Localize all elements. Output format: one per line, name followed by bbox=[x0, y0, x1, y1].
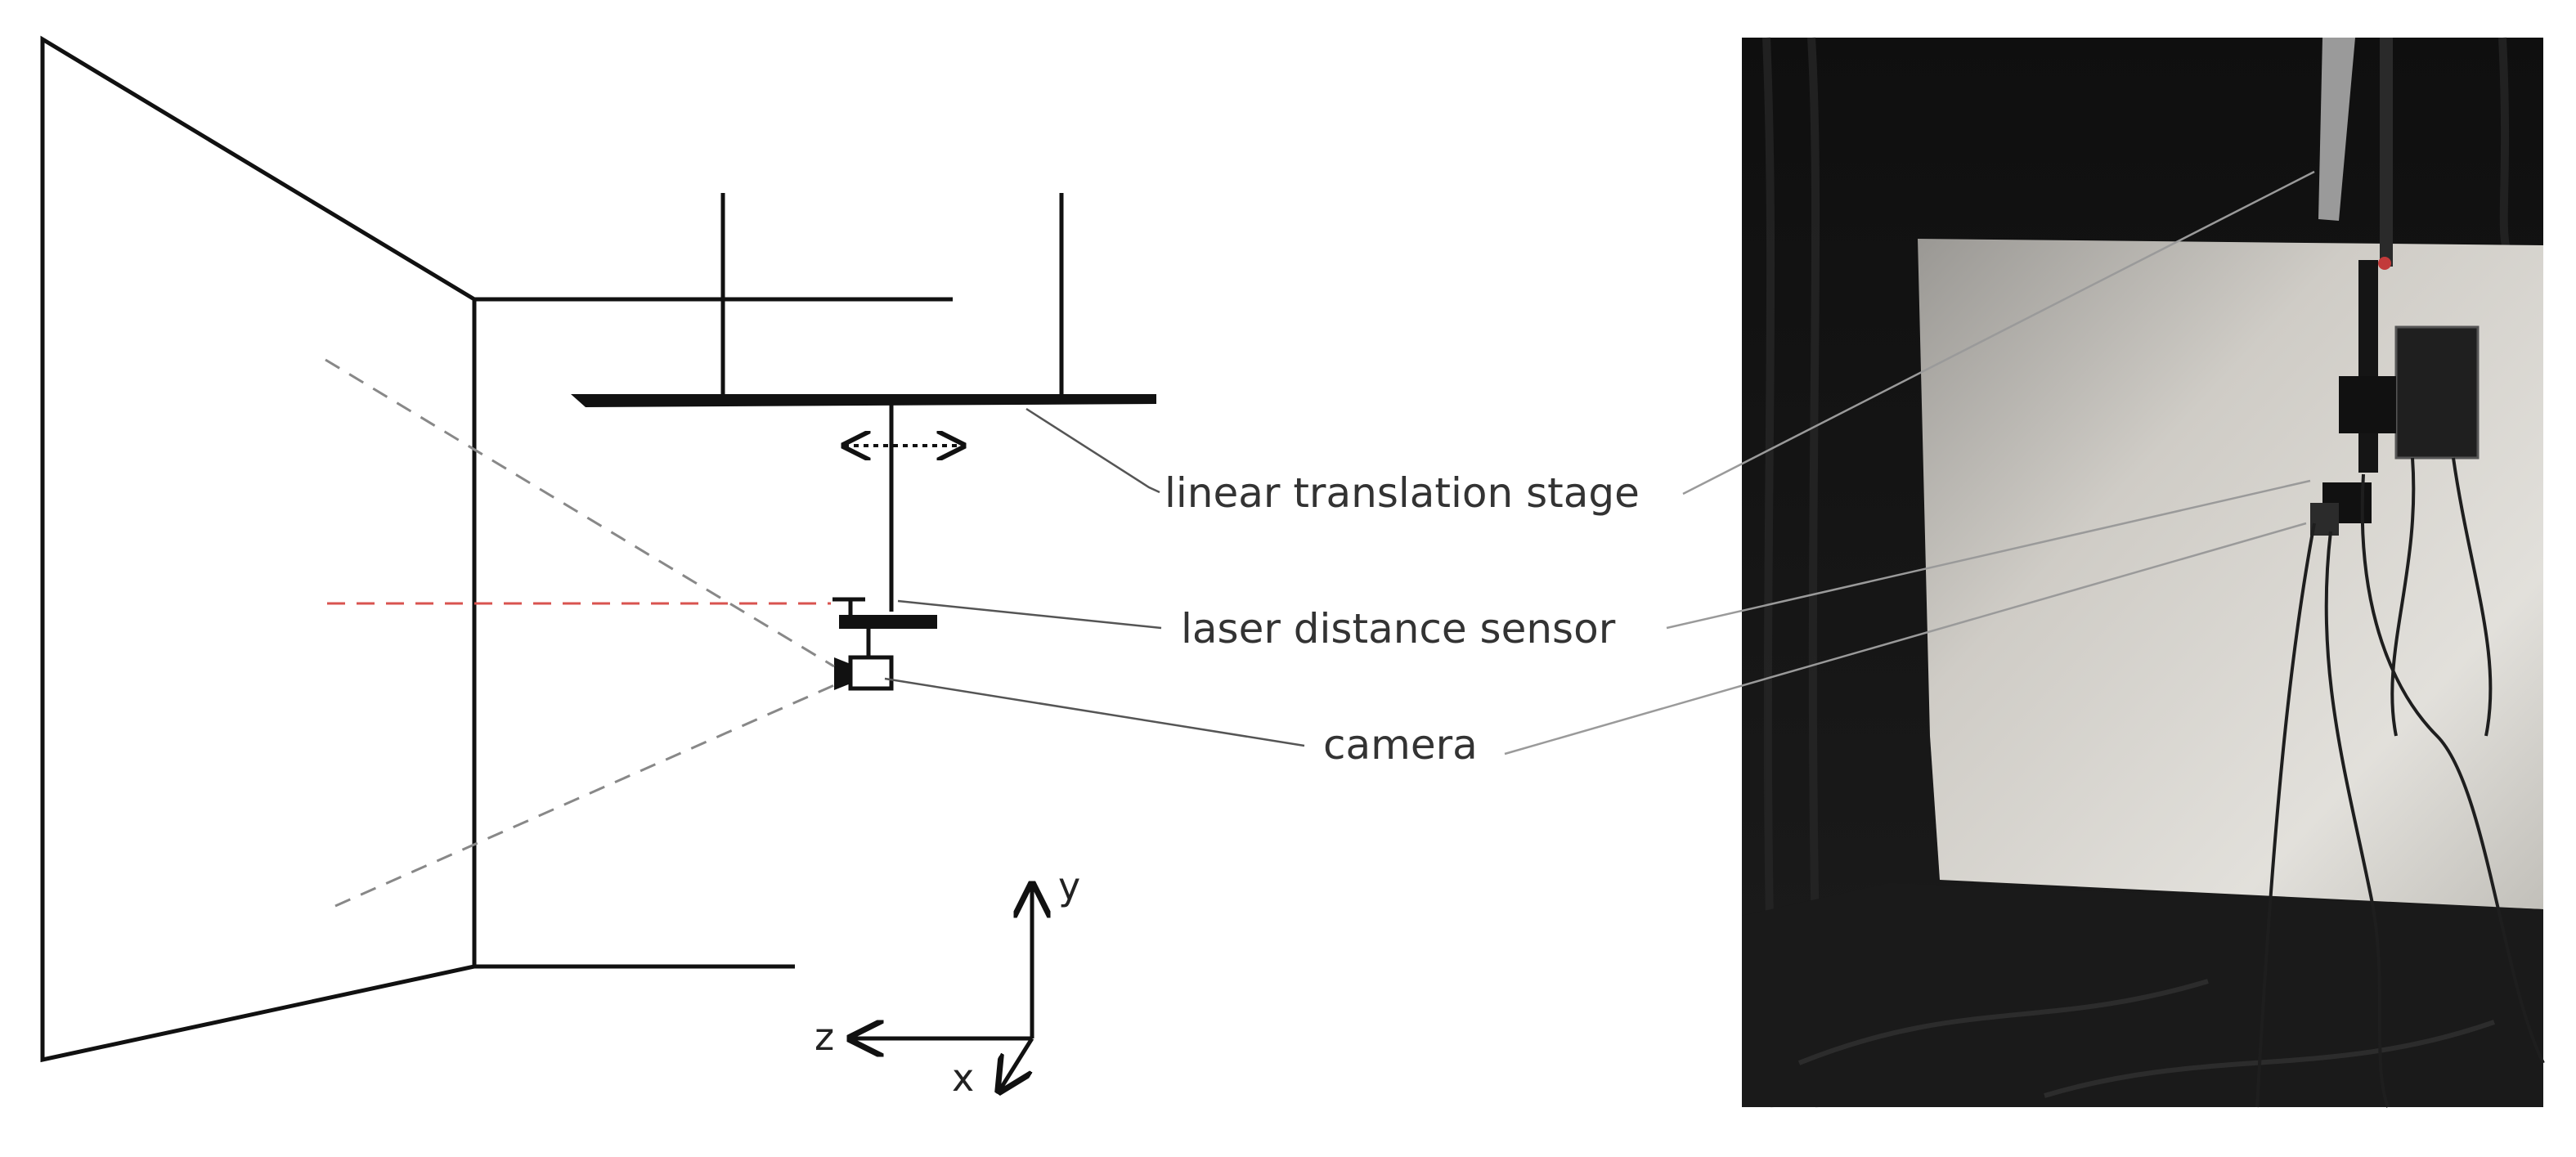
translation-stage-rail bbox=[571, 394, 1156, 407]
camera-label: camera bbox=[1323, 721, 1478, 769]
left-wall bbox=[40, 35, 477, 1063]
cables bbox=[2255, 457, 2545, 1108]
sensor-photo-leader bbox=[1666, 479, 2311, 630]
floor-cloth bbox=[1742, 883, 2543, 1107]
setup-photo bbox=[1504, 37, 2545, 1108]
z-axis-label: z bbox=[815, 1015, 834, 1059]
room-walls bbox=[40, 35, 953, 1063]
camera-photo-leader bbox=[1504, 522, 2307, 756]
leader-lines bbox=[884, 407, 1305, 747]
sensor-label: laser distance sensor bbox=[1181, 605, 1616, 652]
ceiling-rail bbox=[2318, 38, 2393, 267]
camera bbox=[834, 629, 894, 691]
ceiling-rods bbox=[720, 193, 1064, 399]
photo-leader-lines bbox=[1504, 170, 2315, 756]
sensor-leader bbox=[897, 599, 1162, 630]
camera-leader bbox=[884, 677, 1305, 747]
floor-folds bbox=[1797, 979, 2495, 1098]
y-axis-label: y bbox=[1058, 864, 1080, 908]
apparatus bbox=[2310, 257, 2480, 536]
stage-label: linear translation stage bbox=[1165, 469, 1640, 517]
stage-leader bbox=[1025, 407, 1160, 494]
x-axis-label: x bbox=[952, 1056, 974, 1100]
camera-field-of-view bbox=[325, 358, 835, 908]
x-axis-arrow bbox=[999, 1037, 1034, 1091]
stage-photo-leader bbox=[1682, 170, 2315, 496]
schematic: linear translation stage laser distance … bbox=[40, 35, 1640, 1100]
coordinate-axes: y z x bbox=[815, 864, 1080, 1100]
laser-distance-sensor bbox=[832, 597, 937, 629]
